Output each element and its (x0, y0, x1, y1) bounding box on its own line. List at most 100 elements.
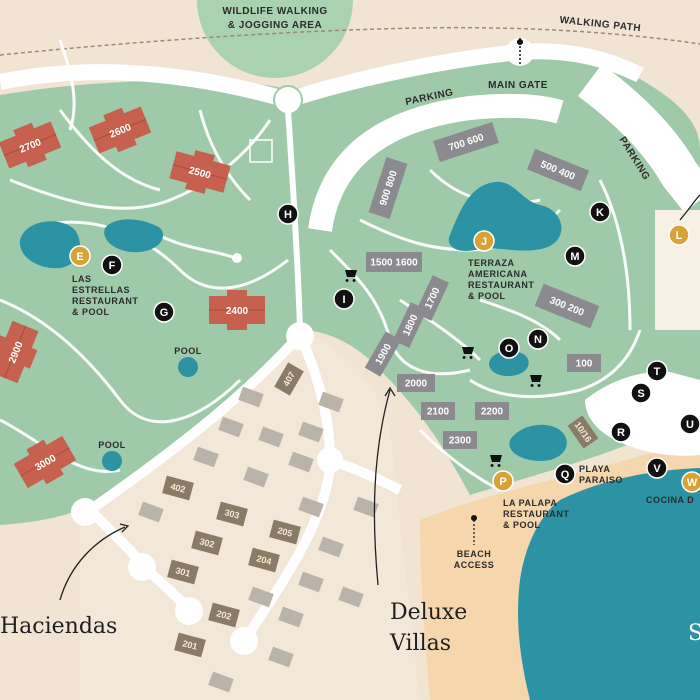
villas-arrowhead (384, 386, 396, 397)
poi-marker[interactable]: E (69, 245, 91, 267)
poi-marker-label: K (596, 207, 604, 219)
terraza-line2: AMERICANA (468, 269, 528, 279)
poi-marker[interactable]: W (681, 471, 700, 493)
poi-marker[interactable]: N (527, 328, 549, 350)
markers-layer: H EF G I J K M L O N TSR U V W Q P (69, 201, 700, 493)
wildlife-area (197, 0, 353, 78)
poi-marker[interactable]: K (589, 201, 611, 223)
poi-marker-label: M (570, 251, 579, 263)
hacienda-building: 302 (191, 530, 223, 556)
wildlife-label-line2: & JOGGING AREA (228, 20, 322, 31)
shop-icon (490, 455, 502, 467)
hacienda-building-label: 205 (276, 525, 293, 539)
terraza-line3: RESTAURANT (468, 280, 534, 290)
poi-marker[interactable]: T (646, 360, 668, 382)
shop-icons (345, 270, 542, 467)
main-road (0, 43, 644, 109)
hacienda-building-label: 302 (198, 536, 215, 550)
poi-marker-label: I (342, 294, 345, 306)
hacienda-building: 205 (269, 519, 301, 545)
shop-icon (530, 375, 542, 387)
villa-building: 500 400 (526, 148, 590, 192)
poi-marker[interactable]: R (610, 421, 632, 443)
L-arrow (679, 194, 700, 221)
hacienda-building-label: 303 (223, 507, 240, 521)
red-building: 2700 (0, 121, 62, 169)
main-gate-dot (517, 39, 523, 45)
poi-marker-label: J (481, 236, 487, 248)
parking-strip-left (308, 93, 564, 232)
la-palapa-line2: RESTAURANT (503, 509, 569, 519)
poi-marker-label: Q (561, 469, 570, 481)
deluxe-villas-line2: Villas (389, 631, 451, 656)
poi-marker-label: T (654, 366, 661, 378)
parking-strip-right (577, 64, 700, 213)
hacienda-building: 301 (167, 559, 199, 585)
villas-arrow (373, 389, 391, 586)
poi-marker-label: P (499, 476, 506, 488)
shop-icon (462, 347, 474, 359)
haciendas-area (80, 330, 420, 700)
hacienda-building: 10/16 (567, 415, 599, 449)
la-palapa-line1: LA PALAPA (503, 498, 557, 508)
villa-building-label: 1500 1600 (370, 258, 418, 269)
villa-building-label: 2300 (449, 436, 472, 447)
poi-marker[interactable]: M (564, 245, 586, 267)
shop-icon (345, 270, 357, 282)
hacienda-building: 201 (174, 632, 206, 658)
poi-marker[interactable]: L (668, 224, 690, 246)
poi-marker[interactable]: P (492, 470, 514, 492)
villa-building-label: 2000 (405, 379, 428, 390)
playa-line1: PLAYA (579, 464, 610, 474)
hacienda-building-label: 201 (181, 638, 198, 652)
villa-building-label: 2100 (427, 407, 450, 418)
hacienda-building: 204 (248, 547, 280, 573)
poi-marker[interactable]: G (153, 301, 175, 323)
hacienda-units (138, 386, 379, 693)
poi-marker[interactable]: Q (554, 463, 576, 485)
las-estrellas-line1: LAS (72, 274, 92, 284)
poi-marker[interactable]: O (498, 337, 520, 359)
villa-building: 1500 1600 (366, 252, 422, 272)
poi-marker[interactable]: H (277, 203, 299, 225)
villa-building: 2300 (443, 431, 477, 449)
beach-access-line2: ACCESS (454, 560, 495, 570)
red-building: 3000 (13, 435, 77, 489)
wildlife-label-line1: WILDLIFE WALKING (222, 6, 327, 17)
poi-marker[interactable]: S (630, 382, 652, 404)
haciendas-arrow (59, 526, 126, 601)
poi-marker[interactable]: J (473, 230, 495, 252)
poi-marker-label: N (534, 334, 542, 346)
poi-marker-label: L (676, 230, 683, 242)
pool-label-2: POOL (98, 440, 126, 450)
ocean (518, 468, 700, 700)
villa-building: 1900 (364, 331, 402, 377)
ocean-title-cut: S (688, 621, 700, 646)
hacienda-building: 407 (274, 362, 304, 396)
hacienda-building-label: 202 (215, 608, 232, 622)
villa-building: 2000 (397, 374, 435, 392)
hacienda-building-label: 301 (174, 565, 191, 579)
la-palapa-line3: & POOL (503, 520, 541, 530)
terraza-line1: TERRAZA (468, 258, 515, 268)
gazebo-dot (232, 253, 242, 263)
poi-marker-label: H (284, 209, 292, 221)
roundabout (273, 85, 303, 115)
sports-court (249, 139, 273, 163)
poi-marker[interactable]: I (333, 288, 355, 310)
beach-access-line1: BEACH (457, 549, 492, 559)
poi-marker[interactable]: F (101, 254, 123, 276)
hacienda-circles (71, 322, 343, 655)
villa-building-label: 100 (576, 359, 593, 370)
poi-marker[interactable]: U (679, 413, 700, 435)
haciendas-arrowhead (119, 523, 130, 533)
poi-marker-label: G (160, 307, 169, 319)
las-estrellas-line2: ESTRELLAS (72, 285, 130, 295)
villa-building: 1800 (392, 302, 428, 348)
terraza-line4: & POOL (468, 291, 506, 301)
cocina-label: COCINA D (646, 495, 694, 505)
poi-marker[interactable]: V (646, 457, 668, 479)
poi-marker-label: V (653, 463, 661, 475)
poi-marker-label: W (687, 477, 698, 489)
